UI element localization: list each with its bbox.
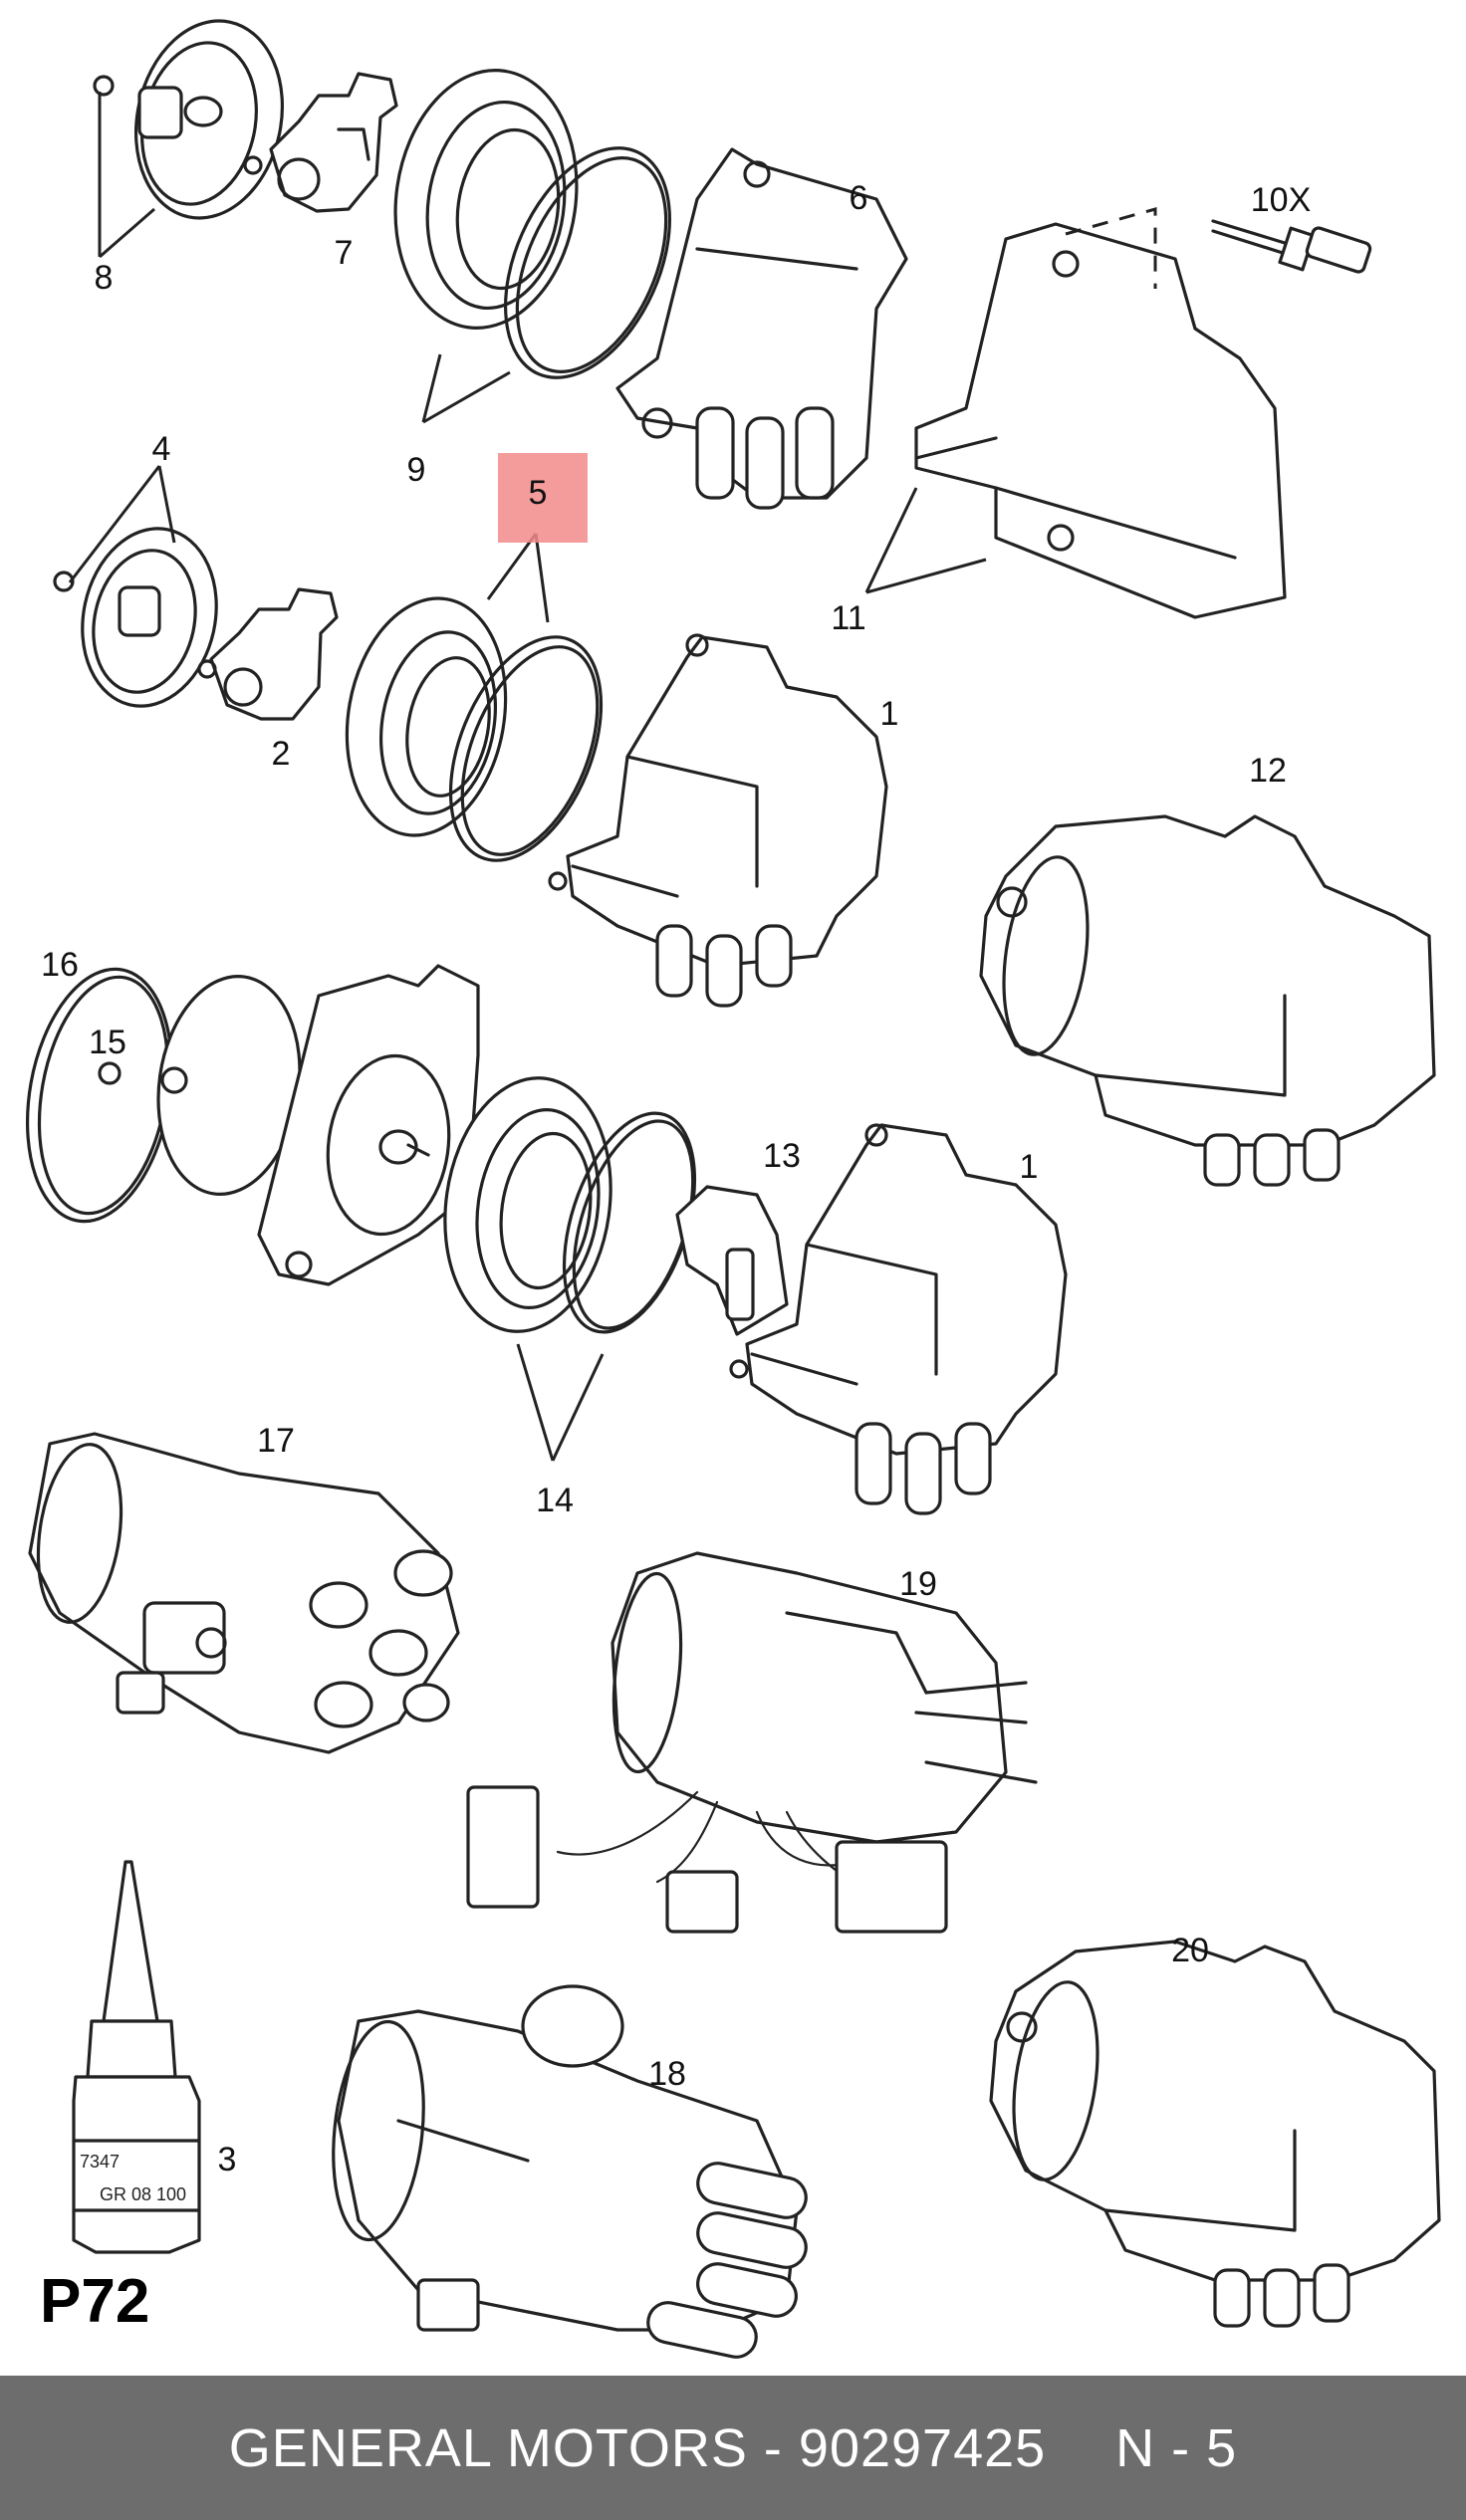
parts-diagram: 7347 GR 08 100 [25,19,1441,2359]
callout-13: 13 [763,1137,801,1175]
callout-1-upper: 1 [880,695,899,733]
part-19-distributor-harness [466,1551,1038,1934]
footer-part-number: 90297425 [798,2417,1047,2478]
footer-brand: GENERAL MOTORS [228,2417,748,2478]
part-5-seal-ring [345,596,604,862]
callout-5: 5 [529,474,548,512]
footer-dash: - [763,2417,783,2478]
callout-9: 9 [407,451,426,489]
part-2-sensor [197,587,339,721]
callout-4: 4 [152,430,171,468]
part-10x-bolt [1211,219,1372,274]
footer-variant: N - 5 [1115,2417,1238,2478]
part-15-small-o-ring [98,1061,122,1085]
part-9-seal-ring [393,69,671,379]
part-1-distributor-lower [729,1123,1068,1515]
footer-bar: GENERAL MOTORS - 90297425 N - 5 [0,2376,1466,2520]
part-3-threadlock-bottle: 7347 GR 08 100 [72,1860,201,2254]
distributor-base-flange [156,964,480,1286]
callout-1-lower: 1 [1020,1148,1039,1186]
callout-7: 7 [335,234,354,272]
part-11-coil-housing [914,207,1287,619]
part-14-seal-ring [443,1076,697,1334]
bottle-label-code: 7347 [80,2152,120,2172]
callout-3: 3 [218,2141,237,2178]
callout-11: 11 [831,599,865,637]
part-8-rotor-plate [93,19,285,220]
callout-18: 18 [648,2055,686,2093]
callout-19: 19 [899,1565,937,1603]
part-1-distributor-upper [548,633,888,1008]
part-7-sensor [243,72,398,213]
callout-12: 12 [1249,752,1287,790]
callout-20: 20 [1171,1932,1209,1969]
part-20-distributor-assembly [989,1940,1441,2328]
callout-14: 14 [536,1482,574,1519]
part-18-distributor [332,1984,808,2359]
part-4-rotor-plate [53,527,218,708]
callout-17: 17 [257,1422,295,1460]
callout-16: 16 [41,946,79,984]
callout-8: 8 [95,259,114,297]
callout-10x: 10X [1251,181,1312,219]
leader-lines [68,92,987,1462]
part-13-rotor [675,1185,789,1336]
bottle-label-spec: GR 08 100 [100,2184,186,2204]
part-6-distributor-cap [615,147,908,510]
callout-15: 15 [89,1024,126,1061]
highlight-box-callout-5 [498,453,588,543]
callout-2: 2 [272,735,291,773]
part-17-distributor [28,1432,460,1754]
part-12-distributor-assembly [979,814,1436,1187]
callout-6: 6 [850,179,868,217]
diagram-page-code: P72 [40,2267,149,2336]
